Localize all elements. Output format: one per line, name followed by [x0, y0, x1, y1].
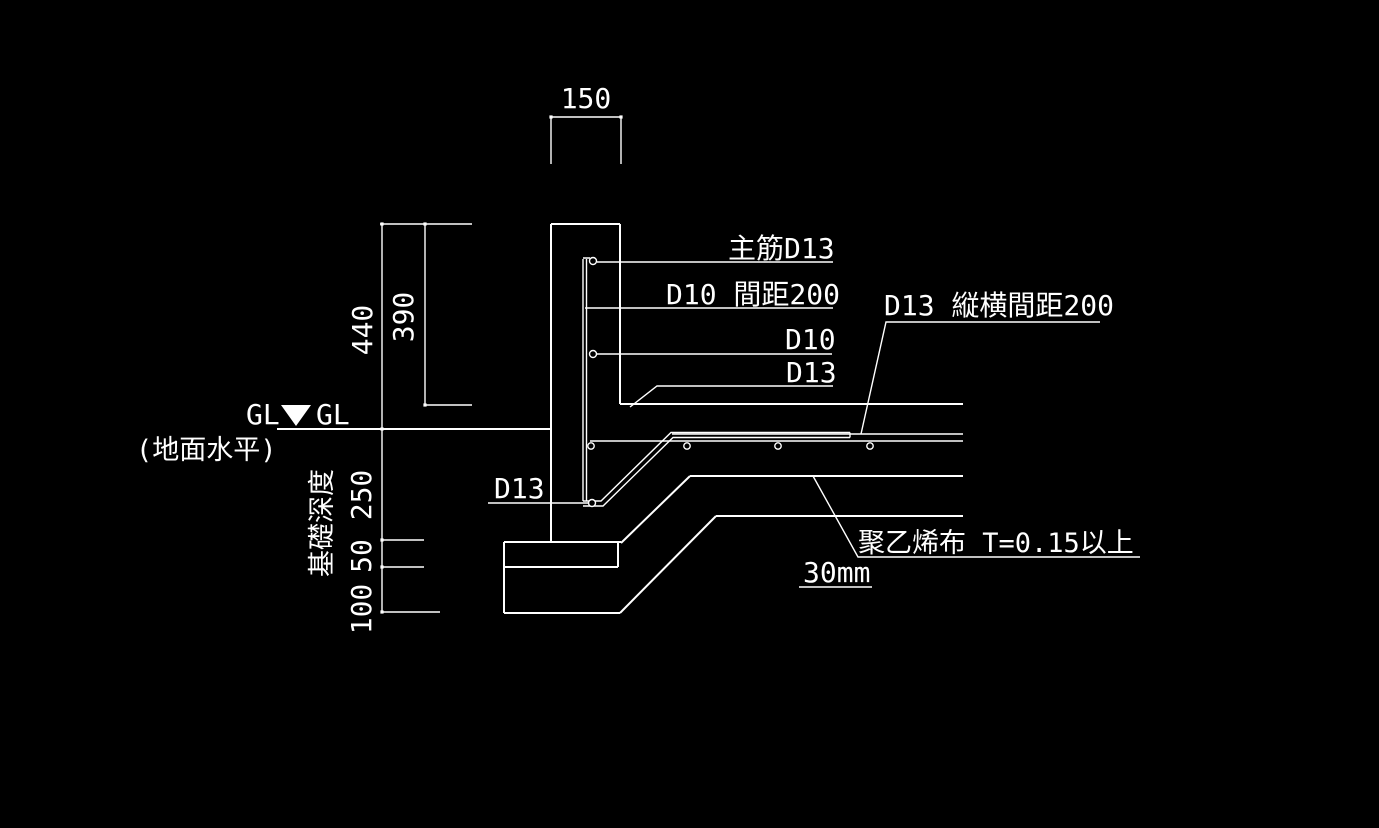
slab-mesh-label: D13 縦横間距200: [884, 289, 1114, 322]
wall-bar-spacing-label: D10 間距200: [666, 278, 840, 311]
dim-440-390-lines: [380, 223, 472, 612]
dimension-lines: [380, 116, 622, 613]
dim-150-lines: [550, 116, 622, 164]
leader-lines: [488, 261, 1140, 588]
dimension-endpoints: [380, 115, 623, 614]
slab-l-bar: [583, 431, 851, 507]
wall-vertical-bar: [582, 257, 590, 501]
d10-bar-label: D10: [785, 323, 836, 356]
hook-bar-section: [587, 498, 597, 508]
leader-poly-sheet: [812, 475, 1140, 558]
leader-d13-upper: [629, 385, 833, 408]
foundation-depth-label: 基礎深度: [307, 469, 338, 577]
footing-block: [503, 541, 621, 614]
dim-50-label: 50: [345, 539, 378, 573]
main-bar-label: 主筋D13: [728, 232, 835, 265]
dim-440-label: 440: [346, 305, 379, 356]
excavation-step-upper: [620, 475, 691, 544]
gl-label-left: GL: [246, 398, 280, 431]
d13-upper-bar-label: D13: [786, 356, 837, 389]
mesh-bar-section: [866, 442, 874, 450]
mesh-bar-section: [774, 442, 782, 450]
main-bar-section: [588, 256, 598, 266]
stem-wall: [550, 223, 621, 542]
rebar-sections: [587, 256, 874, 508]
gl-triangle-marker: [281, 405, 311, 426]
ground-level-note: (地面水平): [136, 435, 277, 466]
excavation-step-lower: [619, 515, 717, 614]
text-labels: 150 440 390 GL GL (地面水平) 基礎深度 250 50 100…: [136, 82, 1134, 634]
dim-depth-ticks: [382, 539, 440, 613]
d10-bar-section: [588, 349, 598, 359]
dim-100-label: 100: [345, 584, 378, 635]
dim-390-label: 390: [387, 292, 420, 343]
dim-250-label: 250: [345, 470, 378, 521]
poly-sheet-label: 聚乙烯布 T=0.15以上: [858, 528, 1134, 559]
d13-lower-bar-label: D13: [494, 472, 545, 505]
mesh-bar-section: [683, 442, 691, 450]
thickness-30mm-label: 30mm: [803, 556, 870, 589]
dim-150-label: 150: [561, 82, 612, 115]
structure-outline: [277, 223, 963, 614]
gl-label-right: GL: [316, 398, 350, 431]
mesh-bar-section: [587, 442, 595, 450]
leader-slab-mesh: [860, 321, 1100, 435]
